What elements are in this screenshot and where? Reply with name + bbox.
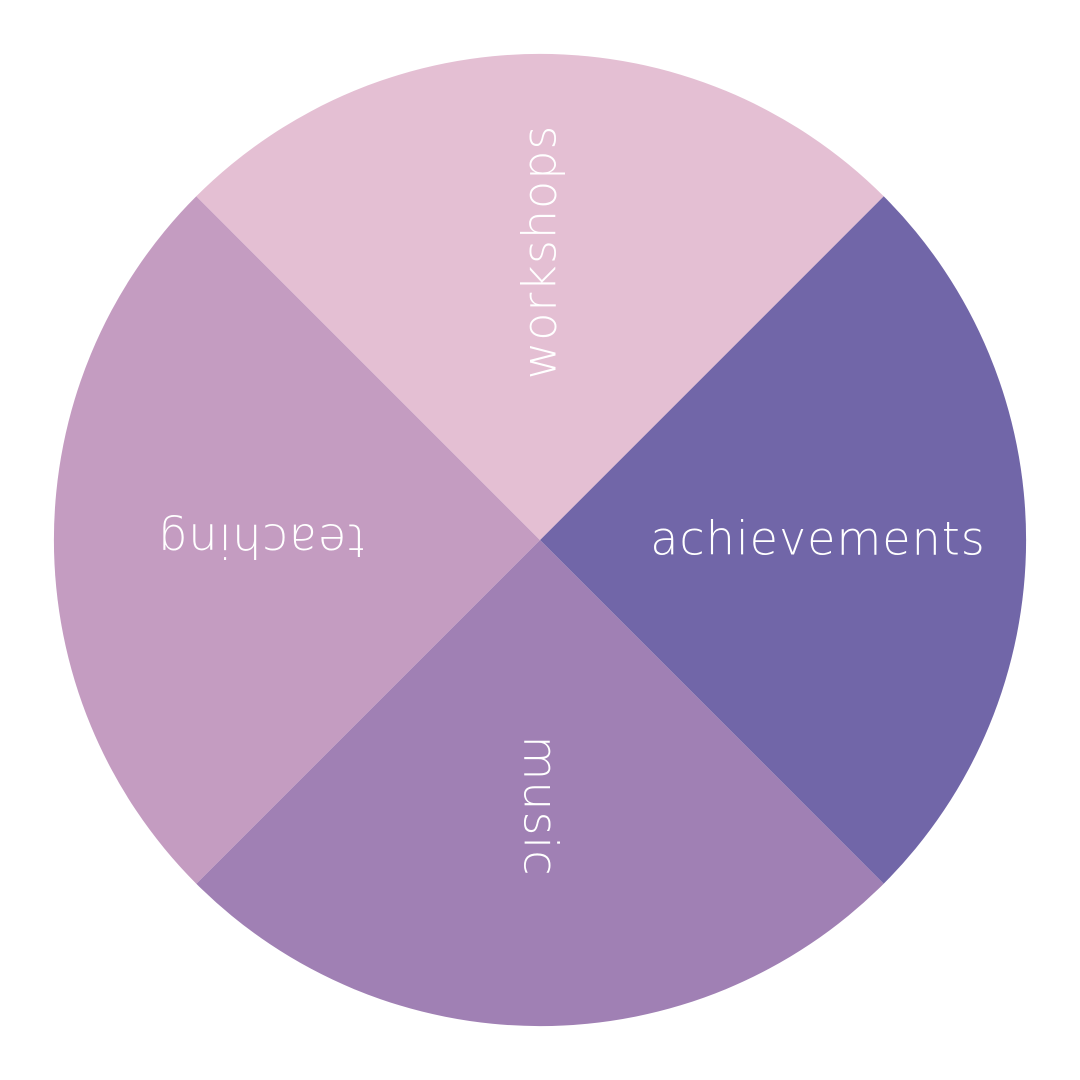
segment-achievements-shape[interactable] bbox=[540, 196, 1027, 884]
segment-teaching-shape[interactable] bbox=[53, 196, 541, 884]
segment-music[interactable]: music bbox=[196, 540, 884, 1027]
segment-achievements[interactable]: achievements bbox=[540, 196, 1027, 884]
segment-workshops-shape[interactable] bbox=[196, 53, 884, 540]
segment-music-label: music bbox=[514, 735, 568, 876]
segment-music-shape[interactable] bbox=[196, 540, 884, 1027]
segment-achievements-label: achievements bbox=[650, 512, 986, 566]
segment-workshops[interactable]: workshops bbox=[196, 53, 884, 540]
segment-teaching-label: teaching bbox=[159, 514, 366, 568]
segment-teaching[interactable]: teaching bbox=[53, 196, 541, 884]
segment-workshops-label: workshops bbox=[513, 125, 567, 380]
